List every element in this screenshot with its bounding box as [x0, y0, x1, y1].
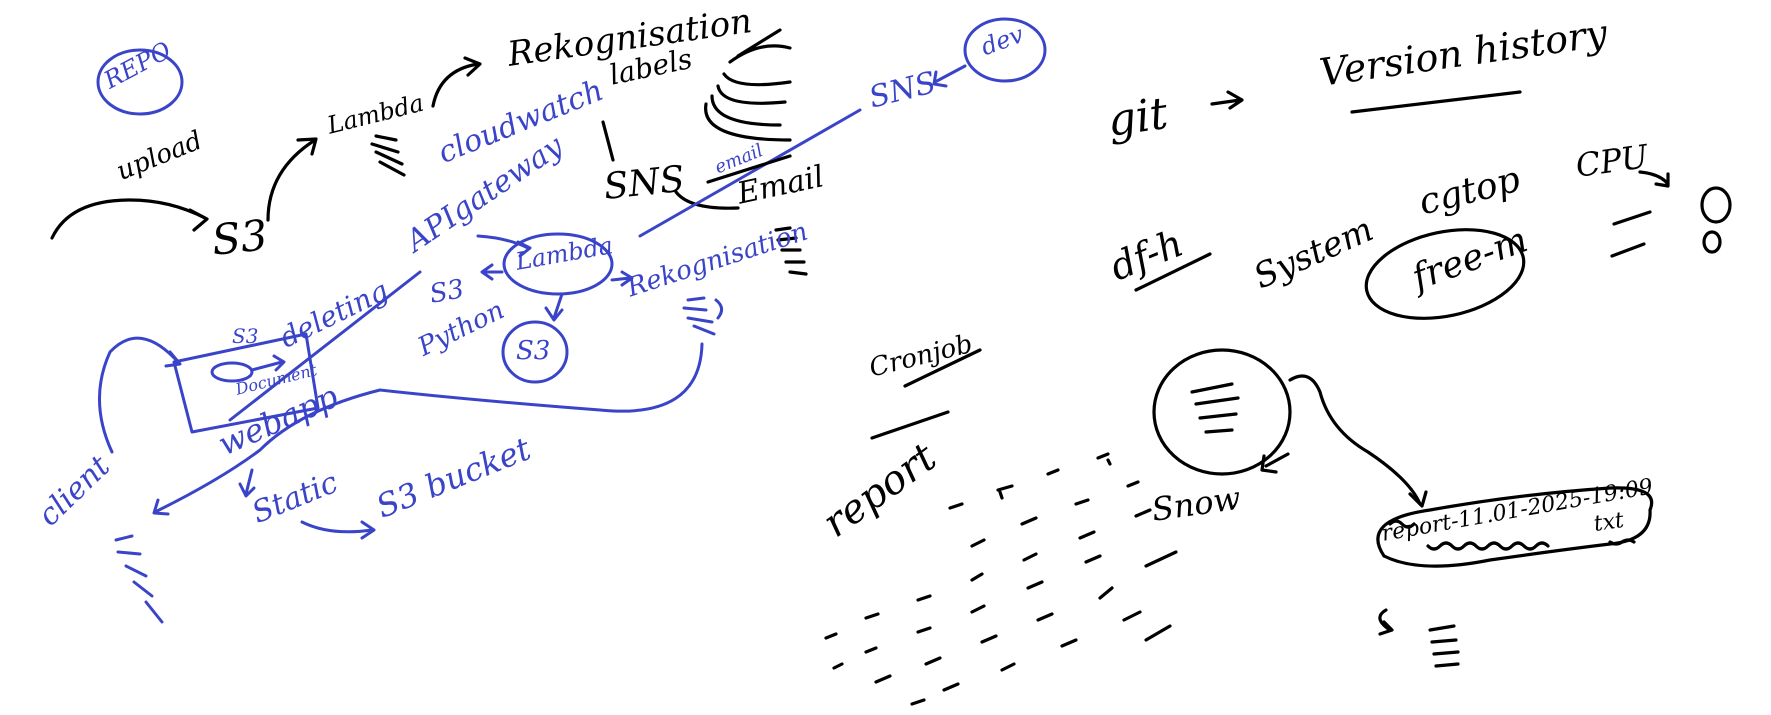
dashed-lines: [824, 452, 1178, 706]
webapp-box: [172, 332, 320, 434]
rek-to-client-curve: [153, 342, 704, 514]
upload-arrowhead: [188, 208, 209, 232]
static-to-bucket-arrow: [300, 520, 374, 534]
snow-to-report-arrowhead: [1408, 490, 1428, 508]
cpu-label: CPU: [1573, 137, 1651, 185]
static-to-bucket-arrowhead: [360, 520, 376, 540]
rek-to-client-arrowhead: [152, 498, 170, 516]
client-box-arrowhead: [164, 350, 182, 368]
cpu-dashes: [1610, 210, 1652, 258]
blue-line-to-sns: [638, 108, 862, 238]
small-circle-top: [1700, 186, 1732, 224]
lambda-to-s3-left-arrow: [480, 263, 504, 281]
client-text-lines: [114, 534, 164, 624]
webapp-to-static-arrow: [238, 468, 256, 498]
free-m-ellipse: [1364, 228, 1526, 320]
lambda-to-rek-arrowhead: [463, 56, 482, 77]
api-to-lambda-arrowhead: [516, 240, 532, 258]
s3-circle: [501, 320, 569, 384]
lambda-to-rek-arrow: [431, 62, 480, 108]
small-circle-bottom: [1702, 230, 1722, 254]
upload-arrow: [50, 198, 207, 240]
lambda-to-s3-circle-arrow: [544, 292, 564, 322]
email-underline: [706, 154, 792, 184]
snow-text-lines: [1190, 382, 1240, 434]
repo-circle: [96, 48, 184, 116]
git-arrow: [1210, 90, 1244, 110]
cronjob-underline: [903, 348, 982, 388]
lambda-circle: [502, 232, 614, 296]
git-label: git: [1104, 87, 1171, 147]
api-gateway-line: [228, 270, 422, 422]
dev-circle: [963, 17, 1047, 83]
report-file-hook: [1378, 608, 1394, 636]
dfh-underline: [1134, 252, 1212, 292]
rek-blue-bracket: [714, 298, 723, 320]
lambda-to-rek-blue-arrow: [610, 270, 634, 287]
rek-blue-lines: [682, 296, 716, 336]
webapp-small-circle: [210, 361, 254, 383]
report-file-wavy: [1388, 519, 1636, 551]
report-file-outline: [1376, 486, 1654, 568]
cronjob-dash: [870, 410, 950, 440]
rek-to-sns-line: [601, 120, 615, 162]
txt-ext-label: txt: [1592, 507, 1626, 537]
version-history-underline: [1350, 90, 1522, 114]
s3-circle-label: S3: [516, 336, 551, 366]
s3-to-lambda-arrow: [266, 138, 317, 222]
snow-circle: [1152, 348, 1292, 476]
labels-arcs: [704, 28, 792, 142]
cpu-arrow: [1638, 170, 1670, 188]
s3-blue-label: S3: [427, 274, 467, 310]
sns-email-curve: [674, 190, 740, 210]
snow-pointer-arrow: [1260, 452, 1290, 474]
webapp-circle-arrow: [250, 354, 286, 372]
lambda-text-lines: [370, 134, 406, 177]
s3-to-lambda-arrowhead: [296, 137, 318, 156]
snow-to-report-curve: [1288, 374, 1422, 506]
s3-box-label: S3: [232, 324, 259, 348]
sns-mid-label: SNS: [601, 158, 687, 208]
dev-arrow: [932, 64, 967, 88]
client-to-box-curve: [98, 336, 180, 454]
report-file-lines: [1428, 624, 1460, 668]
s3-main-label: S3: [209, 210, 270, 265]
black-marks-right: [774, 226, 808, 276]
